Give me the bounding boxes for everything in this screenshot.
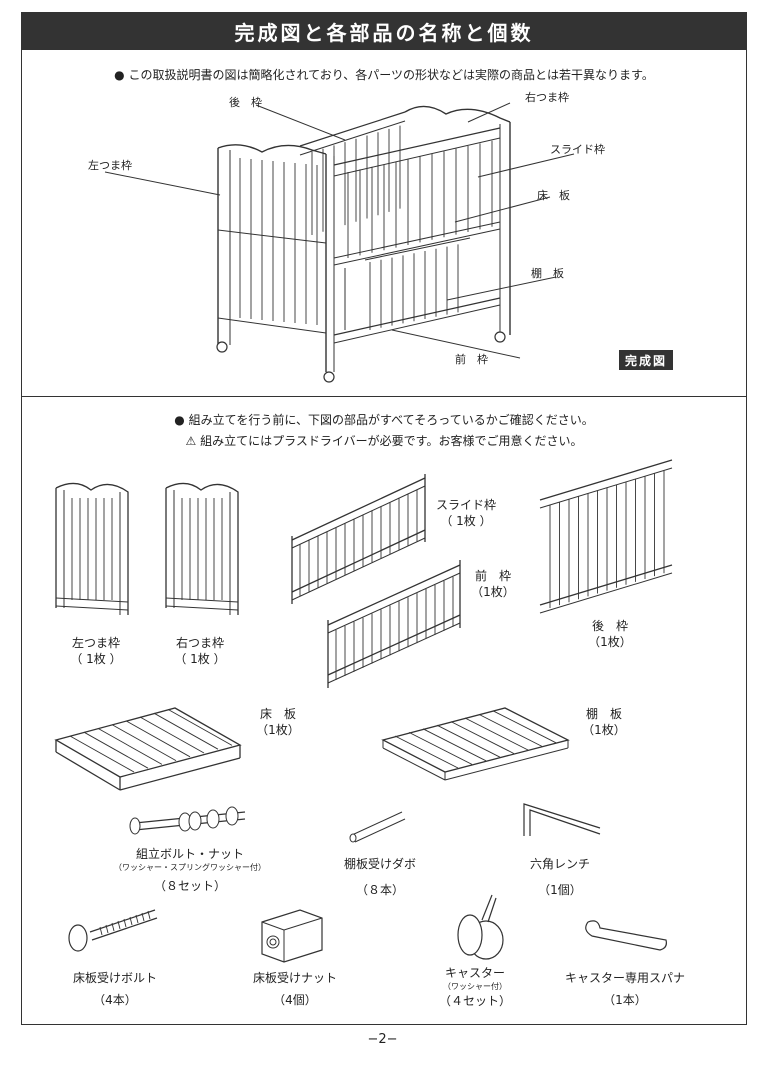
part-floor-board: 床 板（1枚） bbox=[256, 707, 300, 737]
part-spanner: キャスター専用スパナ（1本） bbox=[564, 971, 685, 1007]
part-right-end: 右つま枠（ 1枚 ） bbox=[174, 636, 226, 666]
part-floor-bolt: 床板受けボルト（4本） bbox=[72, 971, 157, 1007]
top-note: ● この取扱説明書の図は簡略化されており、各パーツの形状などは実際の商品とは若干… bbox=[114, 68, 654, 82]
part-back-frame: 後 枠（1枚） bbox=[588, 619, 632, 649]
part-bolt-nut: 組立ボルト・ナット （ワッシャー・スプリングワッシャー付） （８セット） bbox=[114, 847, 266, 893]
label-front-frame: 前 枠 bbox=[455, 353, 488, 366]
label-shelf-board: 棚 板 bbox=[531, 267, 564, 280]
page-title: 完成図と各部品の名称と個数 bbox=[22, 13, 746, 50]
section-divider bbox=[22, 396, 746, 397]
label-right-end: 右つま枠 bbox=[525, 91, 569, 104]
part-front-frame: 前 枠（1枚） bbox=[471, 569, 515, 599]
part-slide-frame: スライド枠（ 1枚 ） bbox=[435, 498, 496, 528]
part-caster: キャスター （ワッシャー付） （４セット） bbox=[438, 966, 511, 1008]
parts-note-1: ● 組み立てを行う前に、下図の部品がすべてそろっているかご確認ください。 bbox=[174, 413, 594, 427]
part-left-end: 左つま枠（ 1枚 ） bbox=[70, 636, 122, 666]
part-shelf-board: 棚 板（1枚） bbox=[582, 707, 626, 737]
part-floor-nut: 床板受けナット（4個） bbox=[252, 971, 337, 1007]
label-floor-board: 床 板 bbox=[537, 189, 570, 202]
parts-illustration bbox=[54, 459, 673, 963]
assembled-badge: 完成図 bbox=[619, 350, 673, 370]
parts-note-2: ⚠ 組み立てにはプラスドライバーが必要です。お客様でご用意ください。 bbox=[185, 434, 583, 448]
label-back-frame: 後 枠 bbox=[229, 96, 262, 109]
part-dowel: 棚板受けダボ（８本） bbox=[343, 857, 416, 897]
page-frame: 完成図と各部品の名称と個数 ● この取扱説明書の図は簡略化されており、各パーツの… bbox=[21, 12, 747, 1025]
label-left-end: 左つま枠 bbox=[88, 159, 132, 172]
page-number: −2− bbox=[367, 1032, 398, 1047]
assembled-crib-illustration bbox=[104, 102, 575, 383]
label-slide-frame: スライド枠 bbox=[550, 143, 605, 156]
part-hex-wrench: 六角レンチ（1個） bbox=[529, 857, 590, 897]
